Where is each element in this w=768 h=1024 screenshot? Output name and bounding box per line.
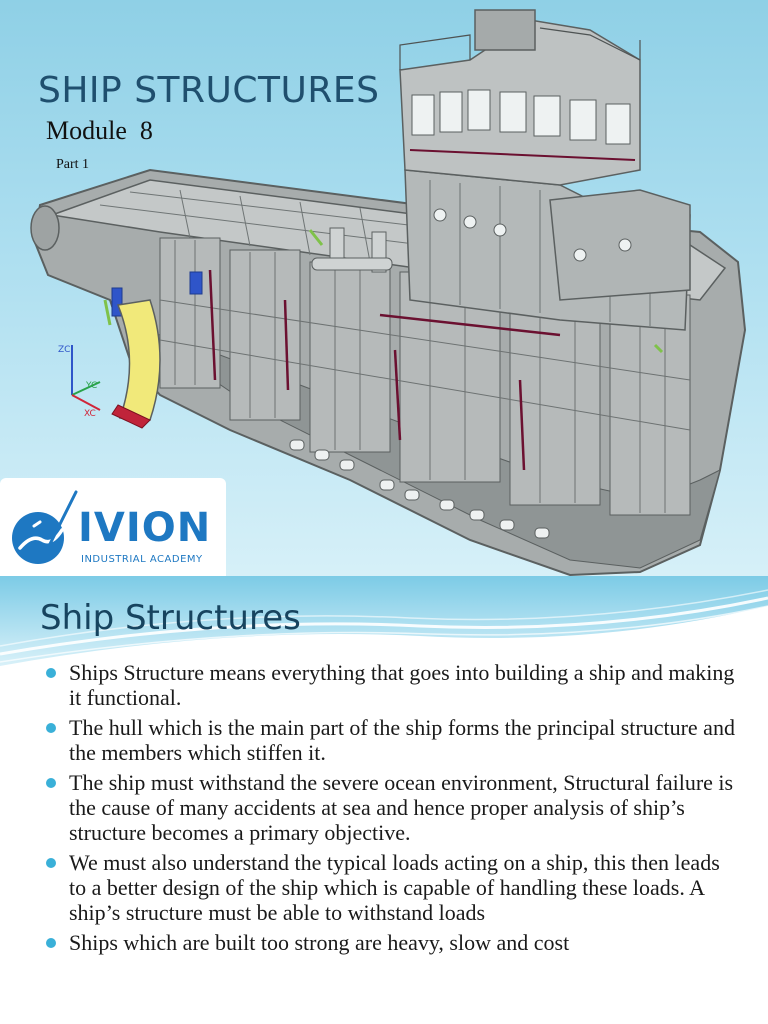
bullet-dot-icon (46, 858, 56, 868)
bullet-text: We must also understand the typical load… (69, 850, 720, 925)
ship-structure-illustration: ZC YC XC (30, 9, 747, 576)
axis-label-x: XC (84, 409, 96, 419)
bullet-item: Ships Structure means everything that go… (46, 660, 736, 710)
logo-wordmark: IVION (78, 505, 212, 551)
slide-title: SHIP STRUCTURES (38, 70, 380, 111)
wave-header-band (0, 576, 768, 666)
part-label: Part 1 (56, 157, 90, 172)
ivion-logo: IVION INDUSTRIAL ACADEMY (0, 478, 226, 576)
module-subtitle: Module 8 (46, 116, 153, 145)
slide-title: Ship Structures (40, 598, 301, 638)
bullet-text: Ships Structure means everything that go… (69, 660, 735, 710)
ivion-logo-mark-icon (12, 490, 78, 564)
content-slide: Ship Structures Ships Structure means ev… (0, 576, 768, 1024)
bullet-item: We must also understand the typical load… (46, 850, 736, 925)
bullet-item: Ships which are built too strong are hea… (46, 930, 736, 955)
bullet-text: The hull which is the main part of the s… (69, 715, 735, 765)
logo-tagline: INDUSTRIAL ACADEMY (81, 554, 203, 565)
axis-label-y: YC (85, 381, 97, 391)
bullet-text: Ships which are built too strong are hea… (69, 930, 570, 955)
bullet-dot-icon (46, 938, 56, 948)
bullet-item: The ship must withstand the severe ocean… (46, 770, 736, 845)
bullet-dot-icon (46, 723, 56, 733)
axis-label-z: ZC (58, 345, 70, 355)
title-slide: ZC YC XC SHIP STRUCTURES Module 8 Part 1… (0, 0, 768, 576)
bullet-dot-icon (46, 778, 56, 788)
bullet-text: The ship must withstand the severe ocean… (69, 770, 734, 845)
bullet-list: Ships Structure means everything that go… (46, 660, 736, 960)
coordinate-axes-gizmo: ZC YC XC (58, 345, 101, 419)
bullet-item: The hull which is the main part of the s… (46, 715, 736, 765)
bullet-dot-icon (46, 668, 56, 678)
